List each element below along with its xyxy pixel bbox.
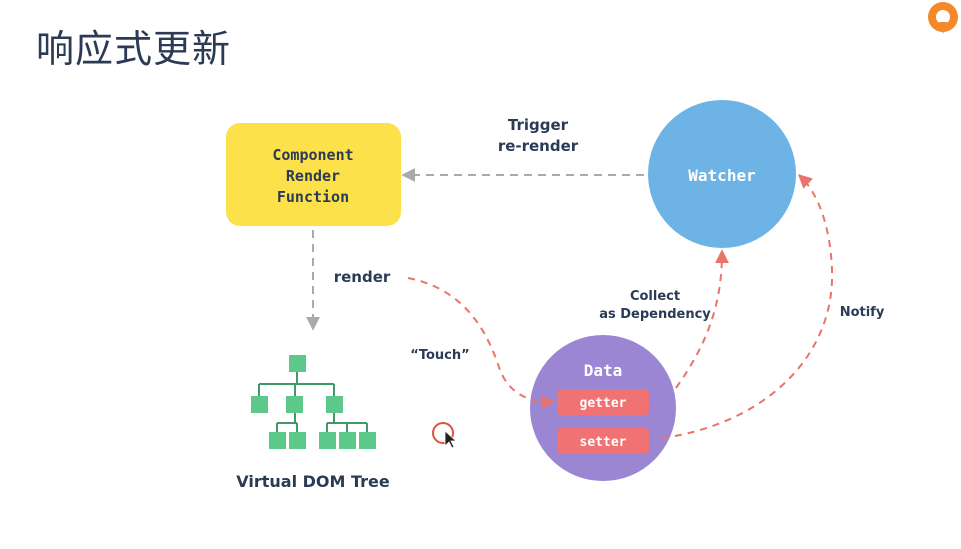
component-label-line-2: Render [286,167,340,185]
virtual-dom-tree-icon [251,355,376,449]
watcher-label: Watcher [688,166,755,185]
logo-icon [928,2,958,34]
collect-dependency-arrow [675,249,729,389]
getter-label: getter [580,396,627,411]
trigger-label-line-1: Trigger [508,116,569,134]
setter-pill [557,428,649,454]
watcher-node: Watcher [648,100,796,248]
trigger-label-line-2: re-render [498,137,579,155]
data-node: Data getter setter [530,335,676,481]
getter-pill [557,389,649,415]
notify-label: Notify [840,305,885,320]
render-label: render [334,268,391,286]
touch-arrow [407,277,555,409]
component-label-line-1: Component [272,146,353,164]
component-label-line-3: Function [277,188,349,206]
collect-label-line-2: as Dependency [599,307,711,322]
page-title: 响应式更新 [36,27,232,71]
virtual-dom-tree-label: Virtual DOM Tree [236,472,390,491]
collect-label-line-1: Collect [630,289,680,304]
data-label: Data [584,361,623,380]
setter-label: setter [580,435,627,450]
touch-label: “Touch” [410,348,469,363]
component-render-function-node: Component Render Function [226,123,401,226]
cursor-icon [432,422,458,449]
